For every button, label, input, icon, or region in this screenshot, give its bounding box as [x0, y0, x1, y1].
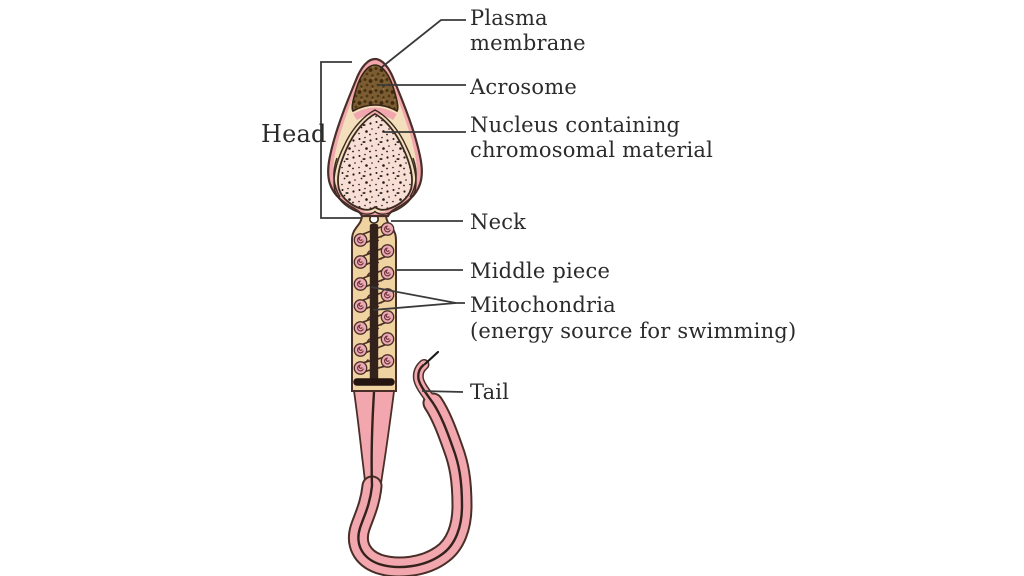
leader-tail	[421, 390, 464, 393]
mitochondrion	[380, 266, 395, 280]
label-plasma-membrane-line2: membrane	[470, 31, 586, 55]
tail-end-filament	[423, 350, 440, 366]
mitochondrion	[380, 332, 395, 346]
label-plasma-membrane: Plasma membrane	[470, 6, 586, 56]
mitochondrion	[353, 233, 368, 247]
label-head-text: Head	[261, 120, 327, 148]
mitochondrion	[380, 354, 395, 368]
label-nucleus: Nucleus containing chromosomal material	[470, 113, 713, 163]
label-middle-piece: Middle piece	[470, 259, 610, 284]
mitochondrion	[353, 343, 368, 357]
inner-membrane-band	[353, 107, 397, 121]
label-acrosome-text: Acrosome	[470, 75, 577, 99]
middle-piece-shape	[351, 214, 397, 392]
label-nucleus-line2: chromosomal material	[470, 138, 714, 162]
head-shape	[327, 57, 423, 218]
label-plasma-membrane-line1: Plasma	[470, 6, 548, 30]
acrosome-shape	[351, 64, 399, 113]
label-head: Head	[261, 122, 327, 147]
tail-shape	[347, 350, 473, 576]
mitochondrion	[353, 321, 368, 335]
axial-filament	[369, 224, 379, 384]
membrane-fold-left	[333, 157, 341, 198]
nuclear-envelope-ring	[333, 109, 417, 215]
label-mitochondria-line2: (energy source for swimming)	[470, 319, 797, 343]
leader-mitochondria-lower	[372, 302, 457, 311]
label-acrosome: Acrosome	[470, 75, 577, 100]
mitochondrion	[353, 277, 368, 291]
label-nucleus-line1: Nucleus containing	[470, 113, 681, 137]
leader-plasma-membrane	[381, 19, 466, 68]
annotation-lines	[320, 19, 466, 393]
mitochondrion	[353, 255, 368, 269]
mitochondrion	[353, 361, 368, 375]
label-mitochondria: Mitochondria (energy source for swimming…	[470, 292, 796, 344]
nucleus-shape	[337, 112, 413, 211]
label-tail: Tail	[470, 380, 509, 405]
mitochondrion	[380, 222, 395, 236]
label-neck: Neck	[470, 210, 526, 235]
label-neck-text: Neck	[470, 210, 527, 234]
mitochondrion	[380, 244, 395, 258]
label-mitochondria-line1: Mitochondria	[470, 293, 616, 317]
label-middle-piece-text: Middle piece	[470, 259, 611, 283]
mitochondrion	[353, 299, 368, 313]
head-bracket	[320, 61, 362, 219]
membrane-fold-right	[409, 157, 417, 198]
label-tail-text: Tail	[470, 380, 510, 404]
mitochondrion	[380, 310, 395, 324]
